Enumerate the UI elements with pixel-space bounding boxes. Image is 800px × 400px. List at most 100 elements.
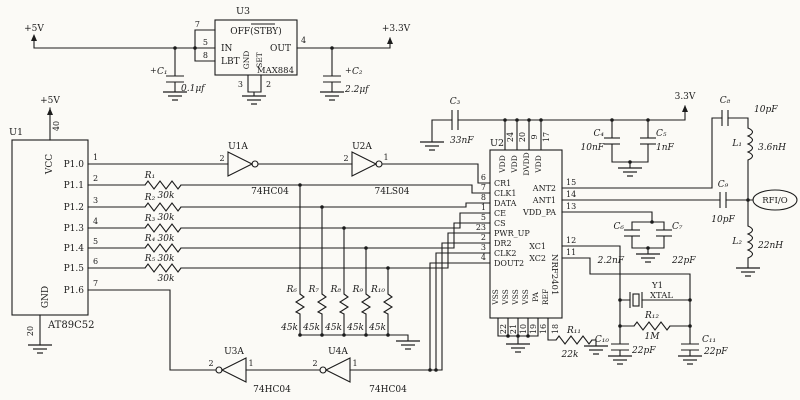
cap-c7 [656, 229, 672, 237]
r7-value: 45k [302, 323, 320, 333]
u2a-part-label: 74LS04 [374, 187, 409, 197]
u1-vcc-pin-num: 40 [52, 121, 61, 131]
u1-rail-label: +5V [40, 96, 60, 106]
inductor-l1 [746, 127, 754, 161]
u2-pin-label: CLK1 [494, 189, 517, 198]
u2-pin-label: CE [494, 209, 506, 218]
u1-port-label: P1.5 [64, 264, 85, 274]
u1-port-label: P1.6 [64, 286, 85, 296]
gate-u2a [351, 151, 383, 177]
resistors-pulldown [294, 293, 394, 315]
u2-pin-label: PA [531, 292, 540, 302]
u2-pin-label: DOUT2 [494, 259, 524, 268]
y1-part-label: XTAL [650, 291, 673, 301]
u2-pin-num: 5 [481, 213, 486, 222]
ground-symbol [735, 267, 761, 277]
r6-ref: R₆ [286, 285, 298, 295]
u2-pin-label: CS [494, 219, 506, 228]
u2-pin-label: ANT1 [532, 196, 556, 205]
ground-symbol [583, 345, 609, 355]
c6-ref: C₆ [614, 222, 625, 232]
resistor-r12 [633, 321, 671, 331]
u2-pin-num: 4 [481, 253, 486, 262]
u3-pin3-num: 3 [238, 80, 243, 89]
c7-ref: C₇ [672, 222, 683, 232]
u2a-pin-left: 2 [343, 154, 348, 163]
r4-ref: R₄ [144, 234, 156, 244]
power-arrow-icon [387, 37, 393, 44]
c11-ref: C₁₁ [702, 335, 716, 345]
ground-symbol [319, 91, 345, 101]
r12-ref: R₁₂ [644, 311, 659, 321]
u1-gnd-label: GND [41, 286, 51, 308]
u4a-ref: U4A [328, 347, 348, 357]
u2-pin-label: VDD [510, 155, 519, 173]
l1-ref: L₁ [731, 139, 742, 149]
u3-pin2-num: 2 [266, 80, 271, 89]
c4-value: 10nF [581, 143, 605, 153]
u1-part-label: AT89C52 [47, 320, 94, 331]
u2-pin-num: 18 [551, 324, 560, 334]
u2-pin-num: 2 [481, 233, 486, 242]
c10-ref: C₁₀ [595, 335, 609, 345]
u3-pin-set: SET [255, 52, 264, 68]
r6-value: 45k [280, 323, 298, 333]
cap-c3 [451, 110, 459, 130]
u2-pin-label: VDD_PA [522, 208, 556, 217]
c1-polarity: + [150, 66, 157, 75]
u3-pin-gnd: GND [242, 51, 251, 70]
c5-ref: C₅ [656, 129, 667, 139]
r4-value: 30k [158, 254, 175, 264]
ground-symbol [677, 355, 703, 365]
u3-ref: U3 [236, 6, 250, 17]
u1-port-label: P1.4 [64, 244, 85, 254]
u4a-pin-left: 2 [312, 359, 317, 368]
u3-part-label: MAX884 [257, 66, 294, 76]
u2-pin-label: DR2 [494, 239, 512, 248]
u2-pin-num: 6 [481, 173, 486, 182]
u2-pin-label: ANT2 [532, 184, 556, 193]
rf-output-port [752, 189, 798, 211]
u2-pin-label: VSS [521, 289, 530, 306]
u1a-pin-left: 2 [219, 154, 224, 163]
c5-value: 1nF [656, 143, 675, 153]
mcu-u1 [11, 139, 89, 316]
u1-port-pin: 3 [93, 196, 98, 205]
c9-value: 10pF [711, 215, 735, 225]
u2-pin-num: 13 [566, 202, 576, 211]
u2-pin-num: 11 [566, 248, 576, 257]
r11-value: 22k [561, 350, 579, 360]
power-arrow-icon [47, 108, 53, 115]
r10-ref: R₁₀ [370, 285, 385, 295]
ground-symbol [419, 141, 445, 151]
u2-pin-label: CR1 [494, 179, 511, 188]
inductor-l2 [746, 225, 754, 259]
cap-c8 [721, 110, 729, 126]
cap-c10 [611, 343, 629, 351]
r3-value: 30k [158, 234, 175, 244]
u1-port-label: P1.0 [64, 160, 85, 170]
u3-pin4-num: 4 [301, 36, 306, 45]
u3-pin5-num: 5 [203, 38, 208, 47]
u2-pin-num: 14 [566, 190, 576, 199]
c3-value: 33nF [450, 136, 474, 146]
u3a-ref: U3A [224, 347, 244, 357]
u3-pin8-num: 8 [203, 51, 208, 60]
ground-symbol [395, 340, 421, 350]
c2-ref: C₂ [352, 67, 363, 77]
r8-ref: R₈ [330, 285, 342, 295]
power-arrow-icon [31, 34, 37, 41]
r10-value: 45k [368, 323, 386, 333]
r2-value: 30k [158, 213, 175, 223]
rf-chip-u2 [489, 149, 563, 319]
c7-value: 22pF [671, 256, 696, 266]
u2-pin-label: XC2 [529, 254, 546, 263]
u2-pin-num: 23 [476, 223, 486, 232]
c1-value: 0.1μf [181, 84, 206, 94]
c2-value: 2.2μf [344, 85, 370, 95]
u2-pin-num: 8 [481, 193, 486, 202]
resistor-r11 [555, 335, 593, 345]
u4a-part-label: 74HC04 [369, 385, 407, 395]
u1-vcc-label: VCC [45, 154, 55, 175]
